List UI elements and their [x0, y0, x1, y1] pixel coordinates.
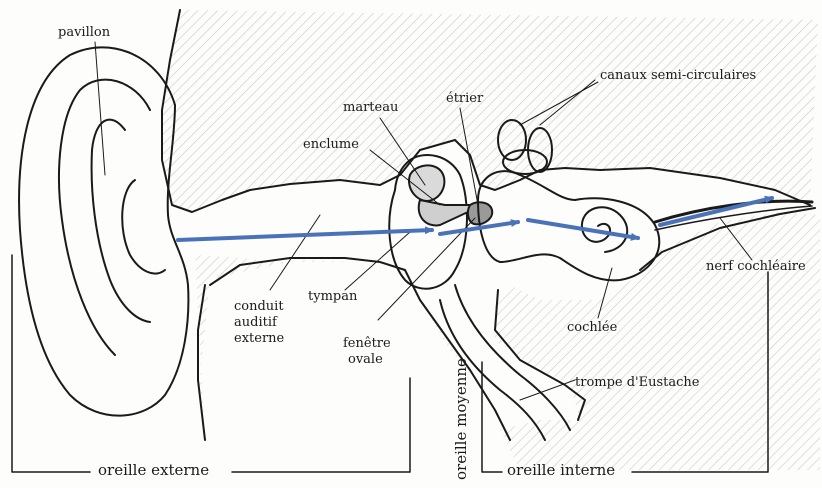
label-pavillon: pavillon [58, 25, 110, 41]
label-nerf: nerf cochléaire [706, 259, 806, 275]
label-conduit-line2: auditif [234, 315, 277, 331]
label-etrier: étrier [446, 91, 483, 107]
hammer [409, 165, 444, 201]
leader-conduit [270, 215, 320, 290]
leader-pavillon [95, 42, 105, 175]
leader-trompe [520, 380, 575, 400]
label-conduit-line3: externe [234, 331, 284, 347]
pinna-antihelix [92, 120, 150, 322]
label-trompe: trompe d'Eustache [575, 375, 700, 391]
label-canaux: canaux semi-circulaires [600, 68, 756, 84]
sound-arrow-1 [178, 230, 432, 240]
label-cochlee: cochlée [567, 320, 617, 336]
label-tympan: tympan [308, 289, 357, 305]
skull-hatch-upper [162, 10, 818, 212]
anvil [419, 200, 472, 225]
label-oreille-externe: oreille externe [98, 462, 209, 478]
label-oreille-moyenne: oreille moyenne [452, 358, 470, 480]
label-conduit-line1: conduit [234, 299, 284, 315]
skull-hatch-lower [195, 212, 820, 470]
leader-tympan [345, 232, 410, 290]
label-oreille-interne: oreille interne [507, 462, 615, 478]
pinna-concha [122, 180, 165, 274]
label-enclume: enclume [303, 137, 359, 153]
label-marteau: marteau [343, 100, 398, 116]
label-fenetre-line1: fenêtre [343, 336, 391, 352]
label-fenetre-line2: ovale [348, 352, 383, 368]
